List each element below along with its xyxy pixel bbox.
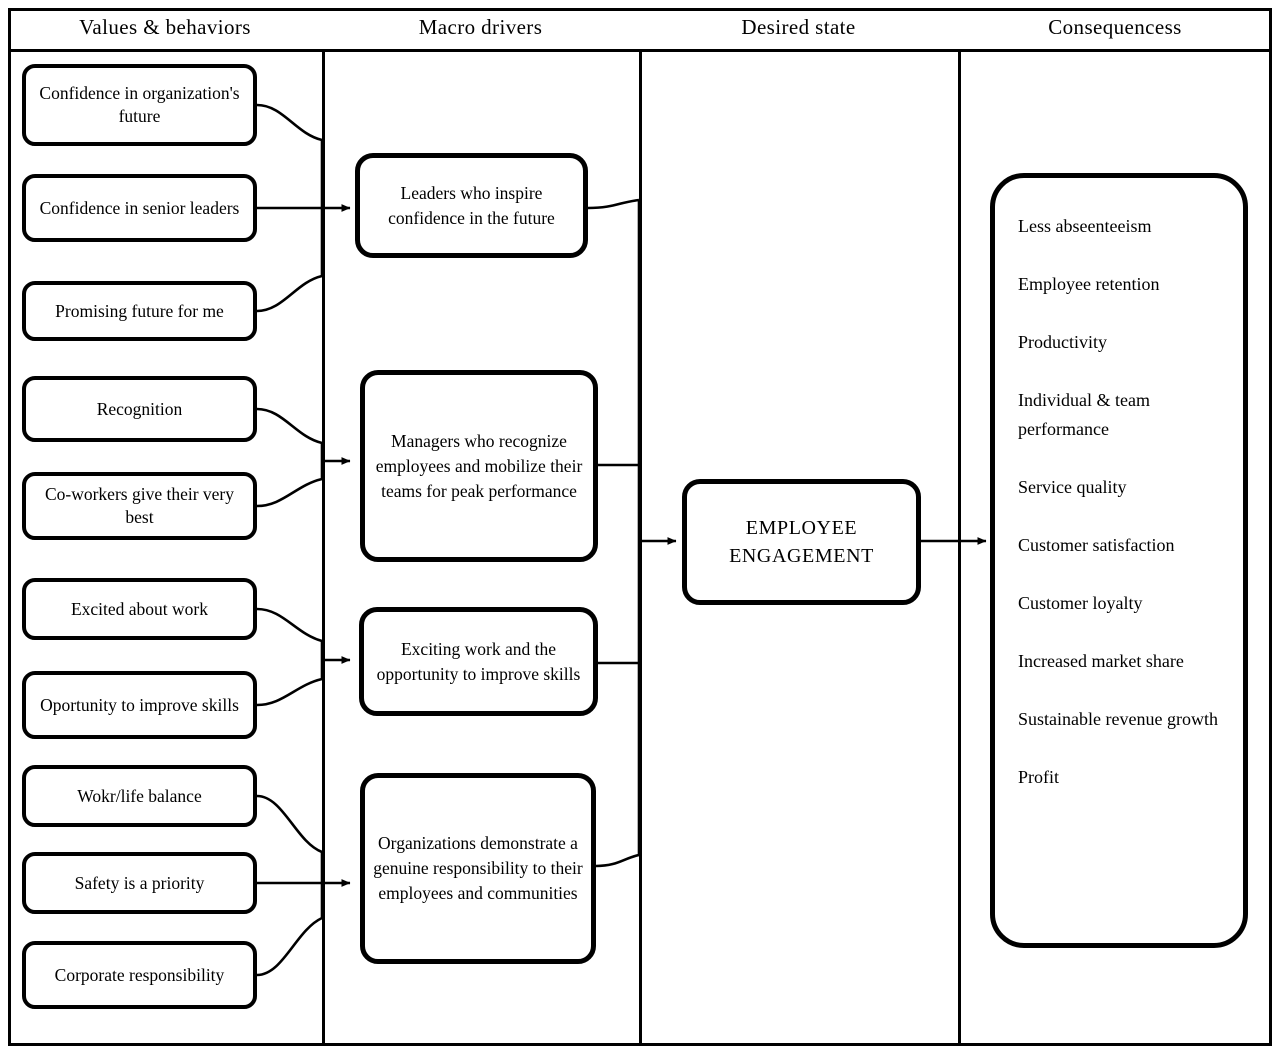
macro-driver-box-exciting-work[interactable]: Exciting work and the opportunity to imp… <box>359 607 598 716</box>
column-header-values-behaviors: Values & behaviors <box>79 15 251 39</box>
consequence-item: Customer loyalty <box>1018 593 1143 613</box>
consequence-item: Employee retention <box>1018 274 1160 294</box>
value-box-work-life-balance[interactable]: Wokr/life balance <box>22 765 257 827</box>
value-box-confidence-senior-leaders[interactable]: Confidence in senior leaders <box>22 174 257 242</box>
value-box-opportunity-improve-skills[interactable]: Oportunity to improve skills <box>22 671 257 739</box>
column-divider-1 <box>322 52 325 1046</box>
column-header-band <box>8 8 1272 52</box>
value-box-corporate-responsibility[interactable]: Corporate responsibility <box>22 941 257 1009</box>
macro-driver-box-organizations-responsibility[interactable]: Organizations demonstrate a genuine resp… <box>360 773 596 964</box>
consequences-box[interactable] <box>990 173 1248 948</box>
macro-driver-box-managers-recognize[interactable]: Managers who recognize employees and mob… <box>360 370 598 562</box>
value-box-promising-future[interactable]: Promising future for me <box>22 281 257 341</box>
column-header-desired-state: Desired state <box>741 15 856 39</box>
consequence-item: Productivity <box>1018 332 1107 352</box>
column-header-consequences: Consequencess <box>1048 15 1182 39</box>
value-box-recognition[interactable]: Recognition <box>22 376 257 442</box>
value-box-safety-priority[interactable]: Safety is a priority <box>22 852 257 914</box>
value-box-coworkers-best[interactable]: Co-workers give their very best <box>22 472 257 540</box>
consequence-item: Sustainable revenue growth <box>1018 709 1218 729</box>
value-box-confidence-organization-future[interactable]: Confidence in organization's future <box>22 64 257 146</box>
column-divider-3 <box>958 52 961 1046</box>
desired-state-box-employee-engagement[interactable]: EMPLOYEE ENGAGEMENT <box>682 479 921 605</box>
consequence-item: Profit <box>1018 767 1060 787</box>
consequence-item: Individual & team performance <box>1018 390 1150 439</box>
column-header-macro-drivers: Macro drivers <box>418 15 543 39</box>
consequence-item: Increased market share <box>1018 651 1184 671</box>
column-divider-2 <box>639 52 642 1046</box>
consequence-item: Service quality <box>1018 477 1127 497</box>
value-box-excited-about-work[interactable]: Excited about work <box>22 578 257 640</box>
consequences-list: Less abseenteeism Employee retention Pro… <box>1018 212 1228 821</box>
consequence-item: Customer satisfaction <box>1018 535 1175 555</box>
macro-driver-box-leaders-inspire-confidence[interactable]: Leaders who inspire confidence in the fu… <box>355 153 588 258</box>
consequence-item: Less abseenteeism <box>1018 216 1152 236</box>
